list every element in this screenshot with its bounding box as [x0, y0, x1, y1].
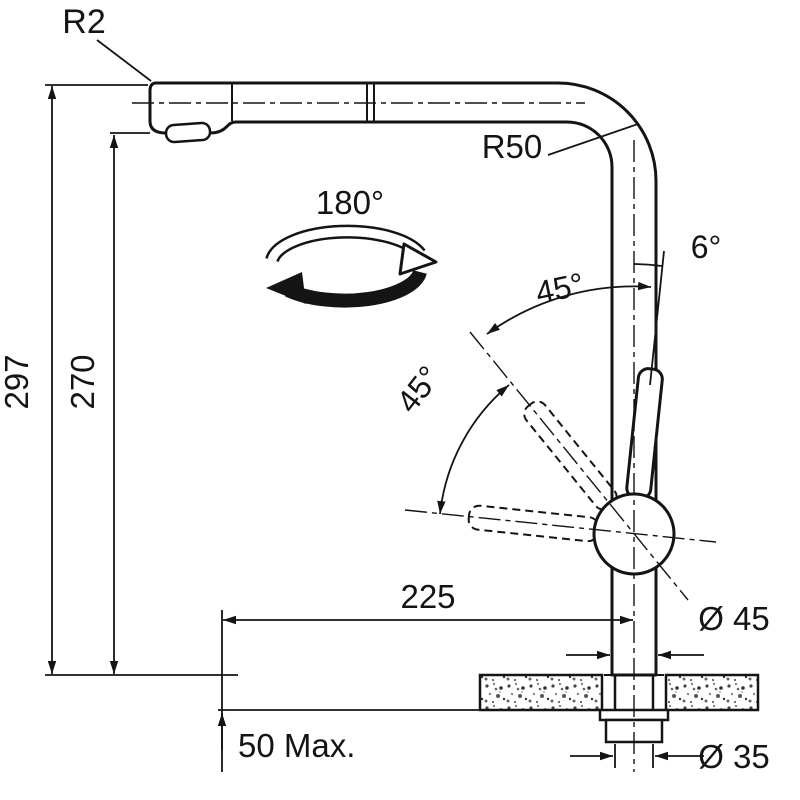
label-angle-45-upper: 45°: [532, 266, 587, 311]
label-angle-45-lower: 45°: [389, 359, 447, 419]
r50-leader: [547, 123, 639, 156]
tilt-annotation: [633, 250, 665, 386]
r2-leader: [96, 39, 152, 82]
centerlines: [132, 102, 717, 772]
dim-dia-35-label: Ø 35: [698, 738, 770, 775]
rotation-band-top: [267, 227, 424, 262]
spray-pull-tab: [164, 121, 212, 144]
label-rotation-180: 180°: [316, 184, 384, 221]
handle-axis-45: [469, 331, 689, 601]
handle-axis-line: [649, 250, 665, 386]
dim-dia-45-label: Ø 45: [698, 600, 770, 637]
label-angle-6: 6°: [691, 229, 722, 265]
dimensions: [45, 39, 704, 772]
dim-297-label: 297: [0, 354, 35, 409]
dim-225-label: 225: [400, 578, 455, 615]
label-r50: R50: [482, 128, 543, 165]
counter-slab-left: [478, 673, 604, 712]
countertop-section: [478, 673, 760, 712]
dim-50-max-label: 50 Max.: [238, 727, 355, 764]
rotation-arrowhead-right: [398, 242, 438, 276]
counter-slab-right: [664, 673, 760, 712]
dim-270-label: 270: [64, 354, 101, 409]
swing-arc-lower: [437, 384, 510, 515]
rotation-symbol: [265, 224, 438, 308]
rotation-band-bottom: [285, 269, 427, 308]
label-r2: R2: [62, 3, 105, 41]
handle-axis-90: [404, 509, 717, 543]
swing-arc-upper: [486, 281, 652, 335]
rotation-arrowhead-left: [266, 272, 306, 304]
faucet-body-outline: [148, 81, 658, 677]
tilt-arc: [633, 263, 663, 267]
